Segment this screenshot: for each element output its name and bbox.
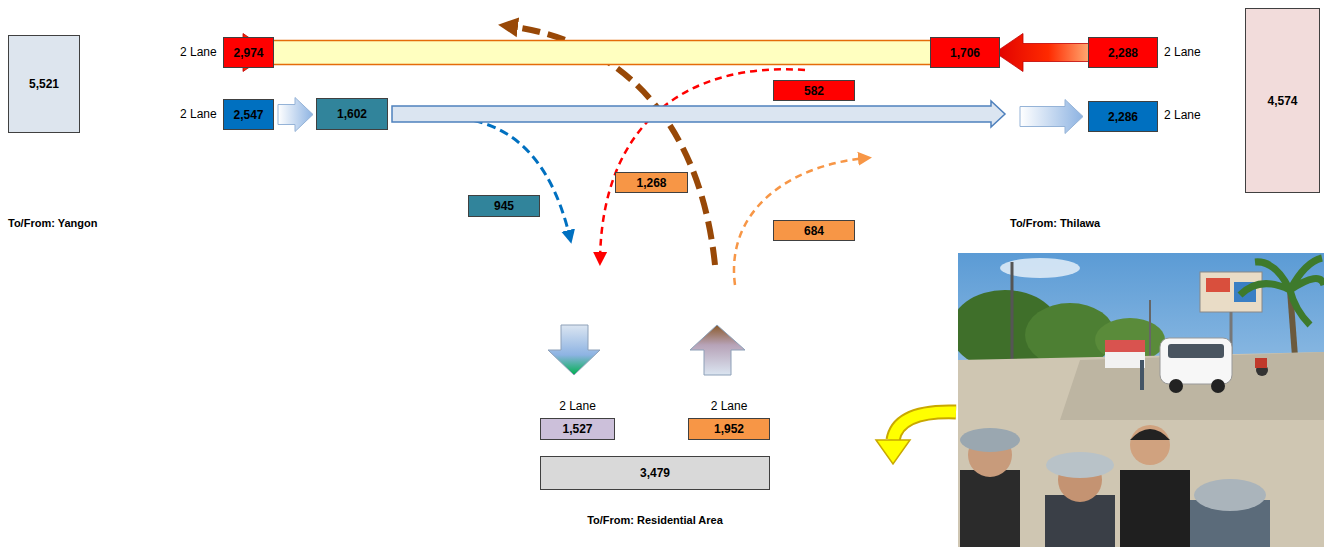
volume-box: 2,286 (1088, 101, 1158, 132)
volume-number: 2,974 (233, 46, 263, 60)
turn-volume-box: 945 (468, 195, 540, 217)
volume-number: 2,288 (1108, 46, 1138, 60)
turn-volume-box: 1,268 (615, 172, 688, 193)
flow-arrow (392, 100, 1083, 134)
turn-volume-box: 582 (773, 80, 855, 101)
volume-number: 2,547 (233, 108, 263, 122)
approach-total-box: 3,479 (540, 456, 770, 490)
lane-label: 2 Lane (1164, 108, 1201, 122)
flow-arrow-part (234, 41, 942, 65)
volume-box: 1,952 (688, 418, 770, 440)
turn-curve (432, 118, 570, 238)
turn-curve (734, 158, 866, 285)
volume-number: 1,602 (337, 107, 367, 121)
site-photo (958, 253, 1324, 547)
callout-arrow (893, 412, 956, 440)
flow-arrow (278, 98, 313, 132)
callout-arrow-head (876, 440, 910, 464)
volume-number: 3,479 (640, 466, 670, 480)
approach-total-box: 4,574 (1245, 8, 1320, 193)
lane-label: 2 Lane (688, 399, 770, 413)
lane-label: 2 Lane (180, 45, 217, 59)
volume-number: 945 (494, 199, 514, 213)
callout-arrow (893, 412, 956, 440)
volume-number: 1,952 (714, 422, 744, 436)
volume-box: 2,288 (1088, 37, 1158, 68)
volume-number: 4,574 (1267, 94, 1297, 108)
flow-arrow-part (392, 101, 1005, 127)
lane-label: 2 Lane (180, 107, 217, 121)
lane-label: 2 Lane (1164, 45, 1201, 59)
volume-number: 1,268 (636, 176, 666, 190)
volume-number: 582 (804, 84, 824, 98)
flow-arrow-part (995, 34, 1092, 72)
volume-number: 1,527 (562, 422, 592, 436)
volume-number: 5,521 (29, 77, 59, 91)
flow-arrow (995, 34, 1092, 72)
volume-box: 1,602 (316, 98, 388, 130)
lane-label: 2 Lane (540, 399, 615, 413)
approach-name: To/From: Residential Area (540, 514, 770, 526)
approach-name: To/From: Yangon (8, 217, 97, 229)
volume-number: 1,706 (950, 46, 980, 60)
volume-number: 2,286 (1108, 110, 1138, 124)
approach-name: To/From: Thilawa (1010, 217, 1100, 229)
flow-arrow-part (1020, 100, 1083, 134)
approach-total-box: 5,521 (8, 35, 80, 133)
turn-volume-box: 684 (773, 220, 855, 241)
volume-box: 2,547 (223, 99, 274, 130)
up-arrow (690, 325, 745, 375)
volume-box: 1,527 (540, 418, 615, 440)
volume-box: 1,706 (930, 37, 1000, 68)
volume-number: 684 (804, 224, 824, 238)
flow-arrow-part (278, 98, 313, 132)
down-arrow (548, 325, 600, 375)
flow-arrow (224, 34, 942, 72)
volume-box: 2,974 (223, 37, 274, 68)
